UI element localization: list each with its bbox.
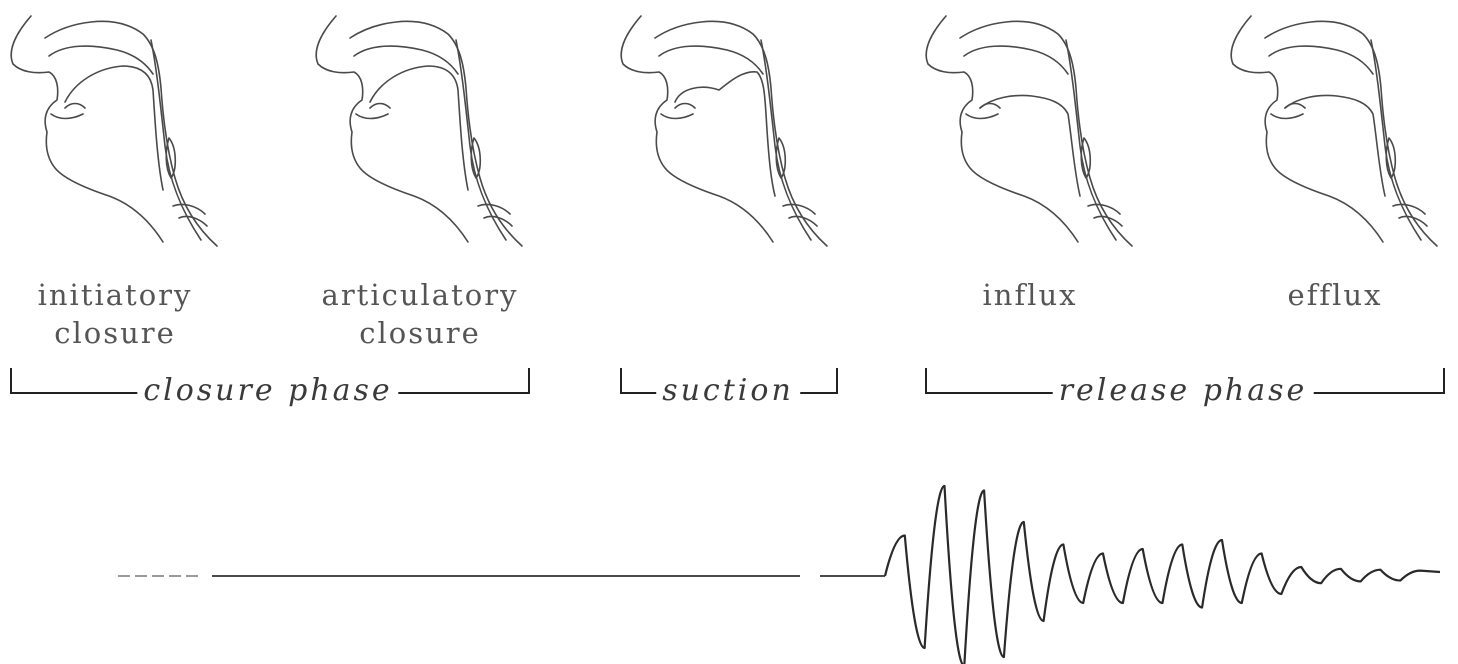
closure-phase-label: closure phase bbox=[137, 374, 398, 408]
lower-jaw-outline bbox=[661, 104, 695, 119]
caption-line: efflux bbox=[1255, 276, 1415, 314]
tongue-outline bbox=[65, 66, 163, 190]
caption-line: closure bbox=[10, 314, 220, 352]
nose-and-lip-outline bbox=[11, 16, 163, 242]
vocal-tract-figure-suction bbox=[615, 10, 855, 250]
caption-initiatory-closure: initiatory closure bbox=[10, 276, 220, 352]
tongue-outline bbox=[1285, 96, 1385, 197]
tongue-outline bbox=[370, 66, 468, 190]
suction-label: suction bbox=[656, 374, 800, 408]
tongue-outline bbox=[675, 72, 775, 196]
waveform-click-burst bbox=[885, 486, 1440, 664]
nose-and-lip-outline bbox=[316, 16, 468, 242]
caption-line: articulatory bbox=[300, 276, 540, 314]
vocal-tract-figure-articulatory-closure bbox=[310, 10, 550, 250]
lower-jaw-outline bbox=[51, 104, 85, 119]
release-phase-label: release phase bbox=[1053, 374, 1314, 408]
caption-articulatory-closure: articulatory closure bbox=[300, 276, 540, 352]
nose-and-lip-outline bbox=[926, 16, 1078, 242]
nasal-cavity-outline bbox=[659, 46, 763, 74]
caption-efflux: efflux bbox=[1255, 276, 1415, 314]
nasal-cavity-outline bbox=[49, 46, 153, 74]
nose-and-lip-outline bbox=[621, 16, 773, 242]
caption-influx: influx bbox=[950, 276, 1110, 314]
nasal-cavity-outline bbox=[964, 46, 1068, 74]
nasal-cavity-outline bbox=[354, 46, 458, 74]
vocal-tract-figure-influx bbox=[920, 10, 1160, 250]
vocal-tract-figure-initiatory-closure bbox=[5, 10, 245, 250]
tongue-outline bbox=[980, 96, 1080, 197]
acoustic-waveform bbox=[0, 470, 1458, 664]
caption-line: closure bbox=[300, 314, 540, 352]
lower-jaw-outline bbox=[356, 104, 390, 119]
nasal-cavity-outline bbox=[1269, 46, 1373, 74]
nose-and-lip-outline bbox=[1231, 16, 1383, 242]
caption-line: initiatory bbox=[10, 276, 220, 314]
caption-line: influx bbox=[950, 276, 1110, 314]
vocal-tract-figure-efflux bbox=[1225, 10, 1458, 250]
